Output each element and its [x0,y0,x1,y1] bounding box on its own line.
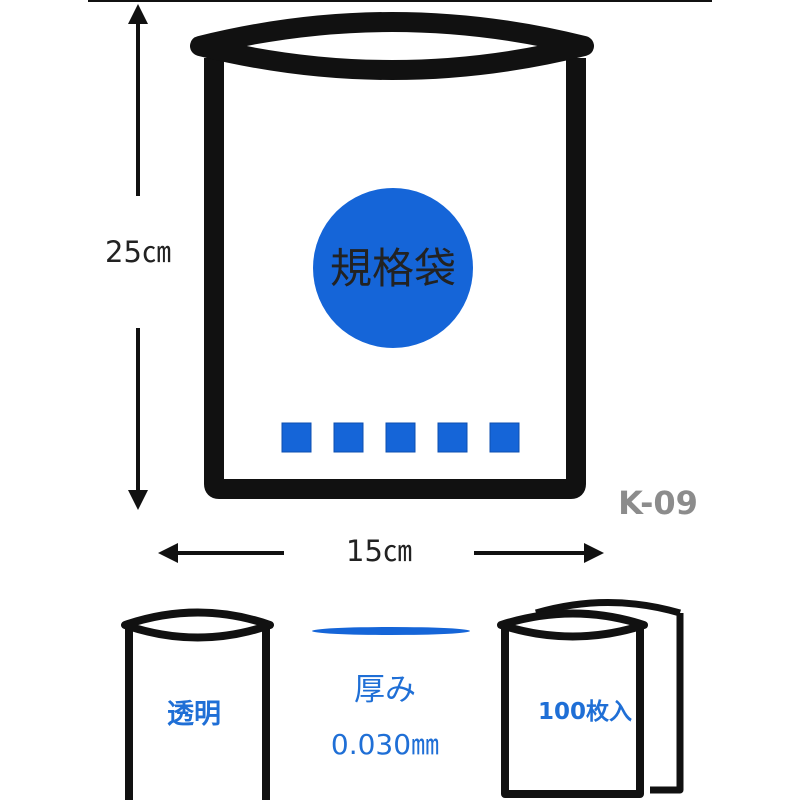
label-square [437,422,468,453]
transparent-label: 透明 [167,699,221,730]
height-label: 25㎝ [105,235,171,269]
count-label: 100枚入 [538,698,632,725]
label-squares [281,422,520,453]
label-square [385,422,416,453]
product-badge-label: 規格袋 [330,244,456,293]
transparent-bag-icon [121,608,274,800]
product-code: K-09 [618,484,698,522]
thickness-title: 厚み [354,672,416,708]
width-label: 15㎝ [346,534,412,568]
thickness-value: 0.030㎜ [331,728,439,761]
label-square [281,422,312,453]
label-square [333,422,364,453]
film-layer-icon [312,627,470,635]
stacked-bags-icon [497,599,684,798]
product-badge [313,188,473,348]
flat-bag-icon [190,12,594,499]
label-square [489,422,520,453]
